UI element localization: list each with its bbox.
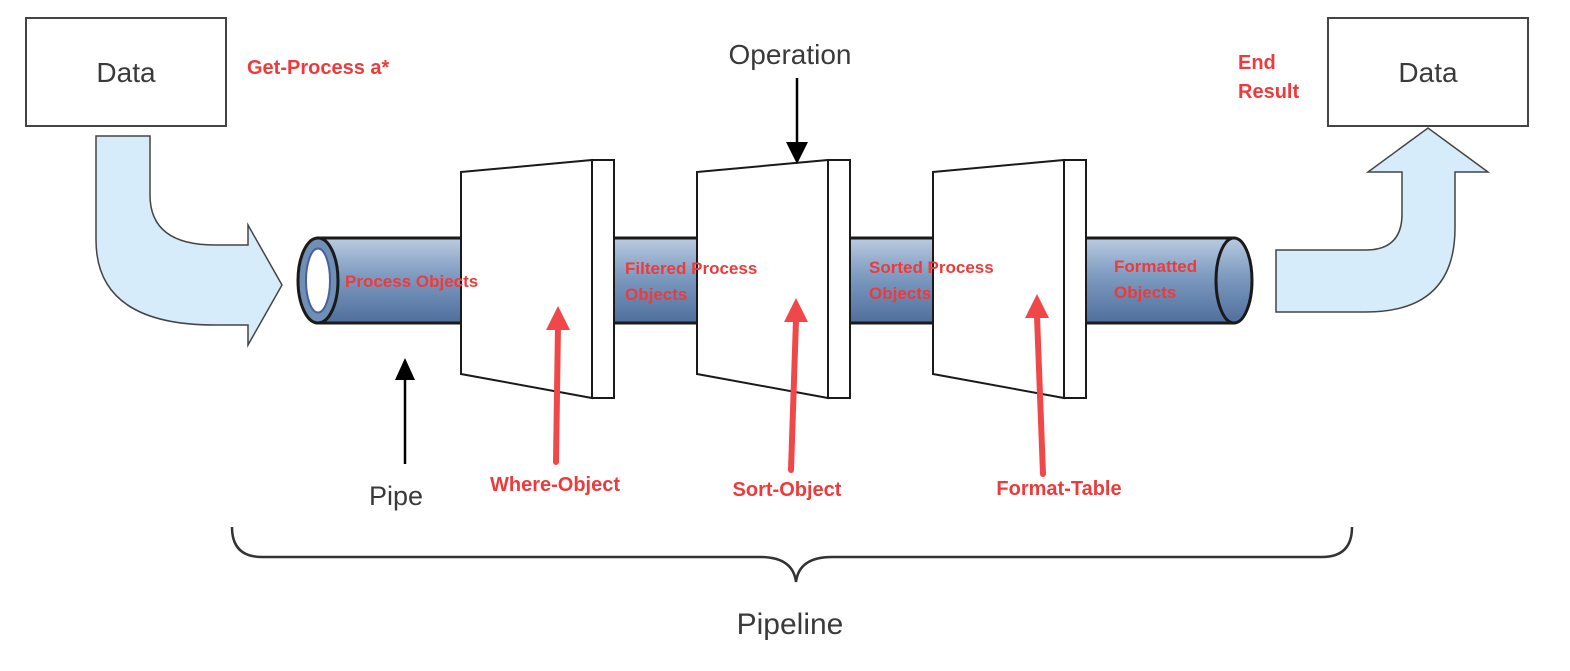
segment-label-4: Formatted Objects <box>1114 257 1202 302</box>
segment-label-3: Sorted Process Objects <box>869 258 998 303</box>
pipeline-label: Pipeline <box>737 608 844 641</box>
operation-arrow <box>786 78 808 164</box>
pipe-arrow <box>395 358 415 464</box>
source-data-box: Data <box>25 17 227 127</box>
segment-label-1: Process Objects <box>345 272 478 291</box>
where-object-arrow <box>546 306 570 465</box>
segment-label-2: Filtered Process Objects <box>625 259 762 304</box>
operation-label: Operation <box>729 39 852 70</box>
filter-operation-2 <box>696 158 851 400</box>
result-data-box: Data <box>1327 17 1529 127</box>
pipe-opening <box>305 247 331 314</box>
filter-operation-1 <box>460 158 615 400</box>
pipe-segment-4 <box>1070 236 1254 325</box>
pipeline-brace <box>230 526 1354 583</box>
filter-operation-3 <box>932 158 1087 400</box>
format-table-arrow <box>1025 294 1049 477</box>
cmdlet-label-format-table: Format-Table <box>996 478 1121 500</box>
cmdlet-label-where-object: Where-Object <box>490 474 620 496</box>
source-data-label: Data <box>96 57 156 88</box>
cmdlet-label-sort-object: Sort-Object <box>733 479 842 501</box>
end-result-label: End Result <box>1238 52 1299 103</box>
sort-object-arrow <box>784 298 808 473</box>
pipe-label: Pipe <box>369 481 423 511</box>
output-flow-arrow <box>1275 127 1491 313</box>
result-data-label: Data <box>1398 57 1458 88</box>
input-flow-arrow <box>95 135 283 348</box>
command-label: Get-Process a* <box>247 57 390 79</box>
